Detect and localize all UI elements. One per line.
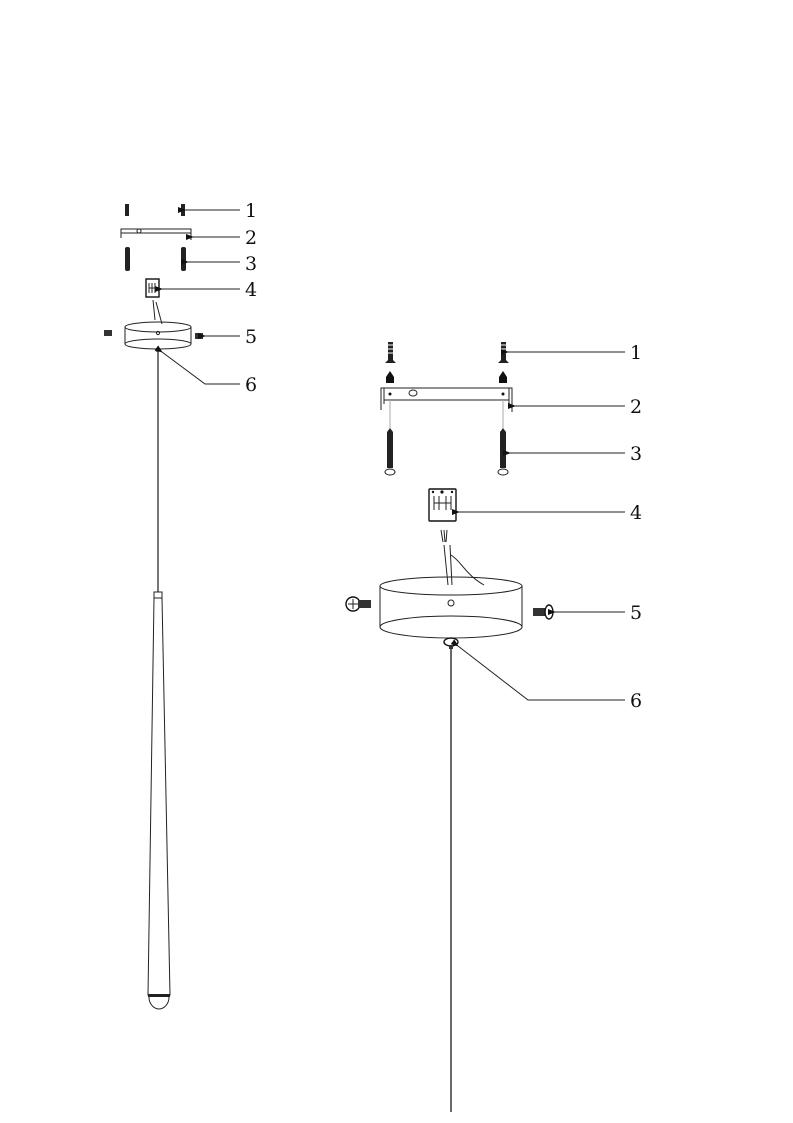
callout-label: 2: [630, 396, 642, 418]
screw-1-icon: [125, 204, 185, 216]
terminal-block-icon: [428, 488, 457, 522]
callout-label: 6: [245, 374, 257, 396]
power-cable-icon: [440, 529, 485, 586]
set-screw-5-icon: [104, 330, 203, 339]
callout-label: 5: [630, 602, 642, 624]
mounting-bracket-icon: [120, 228, 192, 240]
canopy-icon: [124, 321, 192, 350]
callout-label: 5: [245, 326, 257, 348]
wall-anchor-3-icon: [125, 247, 186, 271]
cable-grip-6-icon: [443, 637, 459, 649]
screw-1-icon: [385, 342, 509, 383]
large-callouts: 1 2 3 4 5 6: [450, 342, 642, 712]
callout-label: 1: [630, 342, 642, 364]
cable-grip-6-icon: [155, 348, 161, 352]
small-callouts: 1 2 3 4 5 6: [154, 200, 257, 396]
canopy-icon: [379, 576, 523, 639]
callout-label: 3: [245, 253, 257, 275]
small-view: 1 2 3 4 5 6: [104, 200, 257, 1010]
terminal-block-icon: [145, 278, 163, 325]
callout-label: 6: [630, 690, 642, 712]
callout-label: 1: [245, 200, 257, 222]
large-view: 1 2 3 4 5 6: [345, 342, 642, 1112]
mounting-bracket-icon: [380, 387, 513, 428]
callout-label: 4: [630, 502, 642, 524]
callout-label: 2: [245, 227, 257, 249]
callout-label: 3: [630, 443, 642, 465]
callout-label: 4: [245, 279, 257, 301]
pendant-tube-icon: [147, 352, 171, 1010]
wall-anchor-3-icon: [384, 428, 509, 476]
